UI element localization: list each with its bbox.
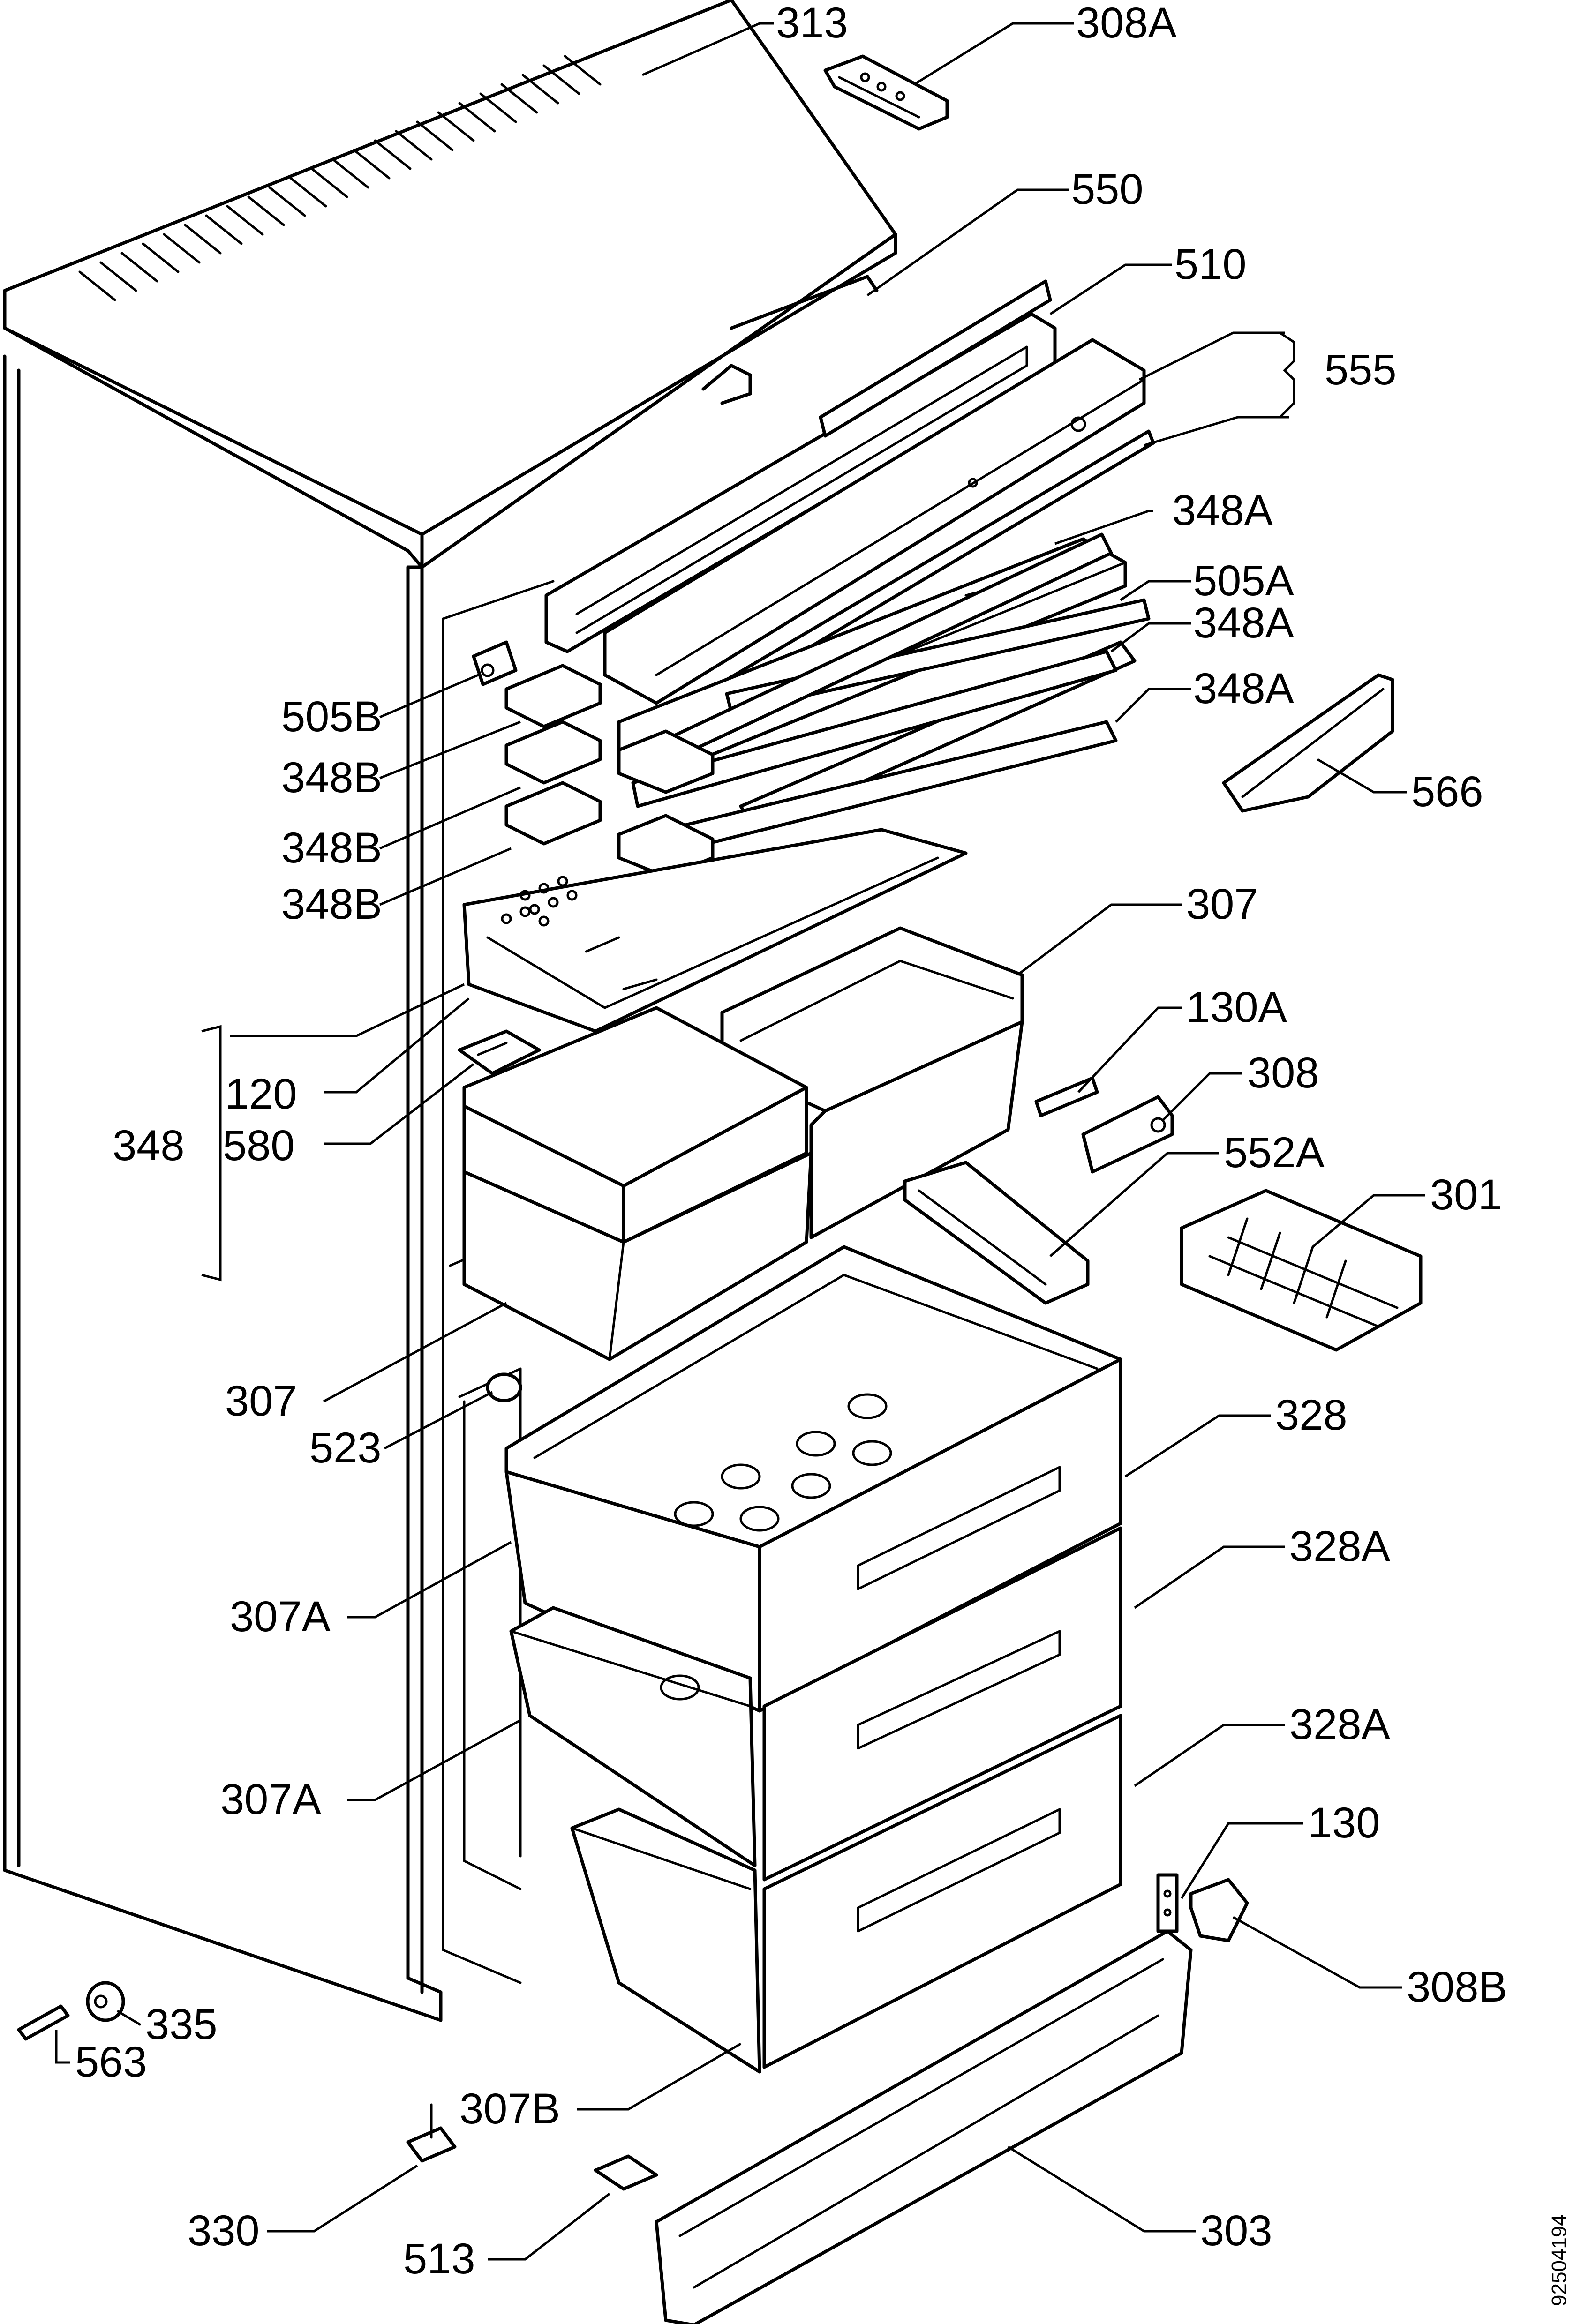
- adjustable-foot-330: [406, 2103, 457, 2163]
- label-348a-2: 348A: [1193, 599, 1294, 647]
- label-328a-2: 328A: [1289, 1701, 1390, 1748]
- label-348: 348: [113, 1122, 185, 1169]
- label-510: 510: [1174, 240, 1247, 288]
- hinge-308: [1081, 1095, 1174, 1174]
- label-307a-2: 307A: [220, 1776, 321, 1823]
- freezer-box-307-left: [462, 1006, 813, 1361]
- bottom-kickplate-303: [655, 1929, 1193, 2324]
- hinge-130: [1156, 1873, 1179, 1933]
- door-shelf-510: [603, 338, 1146, 705]
- label-307b: 307B: [459, 2085, 560, 2133]
- pin-563: [17, 2004, 70, 2041]
- freezer-box-307-right: [720, 926, 1024, 1239]
- label-552a: 552A: [1224, 1129, 1325, 1177]
- label-348b-2: 348B: [281, 824, 382, 872]
- label-308b: 308B: [1407, 1963, 1507, 2011]
- label-348b-1: 348B: [281, 754, 382, 802]
- label-328a-1: 328A: [1289, 1522, 1390, 1570]
- cabinet-body: [3, 0, 897, 2022]
- label-513: 513: [403, 2235, 475, 2283]
- drawer-rail-552a: [903, 1161, 1090, 1305]
- drawer-front-328a: [762, 1714, 1122, 2069]
- label-348b-3: 348B: [281, 880, 382, 928]
- clip-580: [458, 1029, 541, 1075]
- shelf-frame-348a: [622, 532, 1118, 860]
- ice-tray-301: [1180, 1189, 1423, 1352]
- cover-513: [594, 2154, 658, 2191]
- label-330: 330: [188, 2207, 260, 2255]
- label-120: 120: [225, 1070, 297, 1118]
- label-308a-top: 308A: [1076, 0, 1177, 47]
- drawer-307a-bottom: [509, 1606, 757, 1867]
- label-550: 550: [1071, 165, 1144, 213]
- light-523: [486, 1372, 522, 1402]
- label-307-top: 307: [1186, 880, 1258, 928]
- label-313: 313: [776, 0, 848, 47]
- label-130a: 130A: [1186, 983, 1287, 1031]
- label-563: 563: [75, 2038, 147, 2086]
- leader-lines: [55, 22, 1425, 2261]
- label-335: 335: [145, 2001, 218, 2048]
- drawer-307b: [570, 1807, 761, 2074]
- label-301: 301: [1430, 1171, 1502, 1219]
- label-130: 130: [1308, 1799, 1380, 1847]
- label-348a-3: 348A: [1193, 665, 1294, 712]
- label-307a-1: 307A: [230, 1593, 331, 1641]
- drawer-307a-top: [504, 1245, 1122, 1713]
- label-505a: 505A: [1193, 557, 1294, 605]
- label-328: 328: [1275, 1391, 1348, 1439]
- hinge-308a: [823, 54, 949, 131]
- label-348a-1: 348A: [1172, 487, 1273, 534]
- label-523: 523: [309, 1424, 382, 1472]
- label-505b: 505B: [281, 693, 382, 741]
- glass-tray-120: [462, 828, 968, 1033]
- label-555: 555: [1325, 346, 1397, 394]
- label-566: 566: [1411, 768, 1483, 816]
- bracket-505b: [472, 640, 518, 686]
- hinge-130a: [1034, 1076, 1099, 1117]
- drawer-front-328: [762, 1526, 1122, 1882]
- side-shelf-348b: [504, 664, 715, 949]
- label-580: 580: [223, 1122, 295, 1169]
- label-303: 303: [1200, 2207, 1272, 2255]
- label-307-mid: 307: [225, 1377, 297, 1425]
- feet-335: [86, 1981, 125, 2022]
- hinge-308b: [1189, 1878, 1249, 1942]
- support-bar: [819, 279, 1052, 438]
- document-code: 92504194: [1548, 2214, 1571, 2306]
- part-labels: 313 308A 550 510 555 348A 505A 348A 348A…: [75, 0, 1571, 2306]
- scoop-566: [1222, 673, 1394, 813]
- label-308: 308: [1247, 1049, 1319, 1097]
